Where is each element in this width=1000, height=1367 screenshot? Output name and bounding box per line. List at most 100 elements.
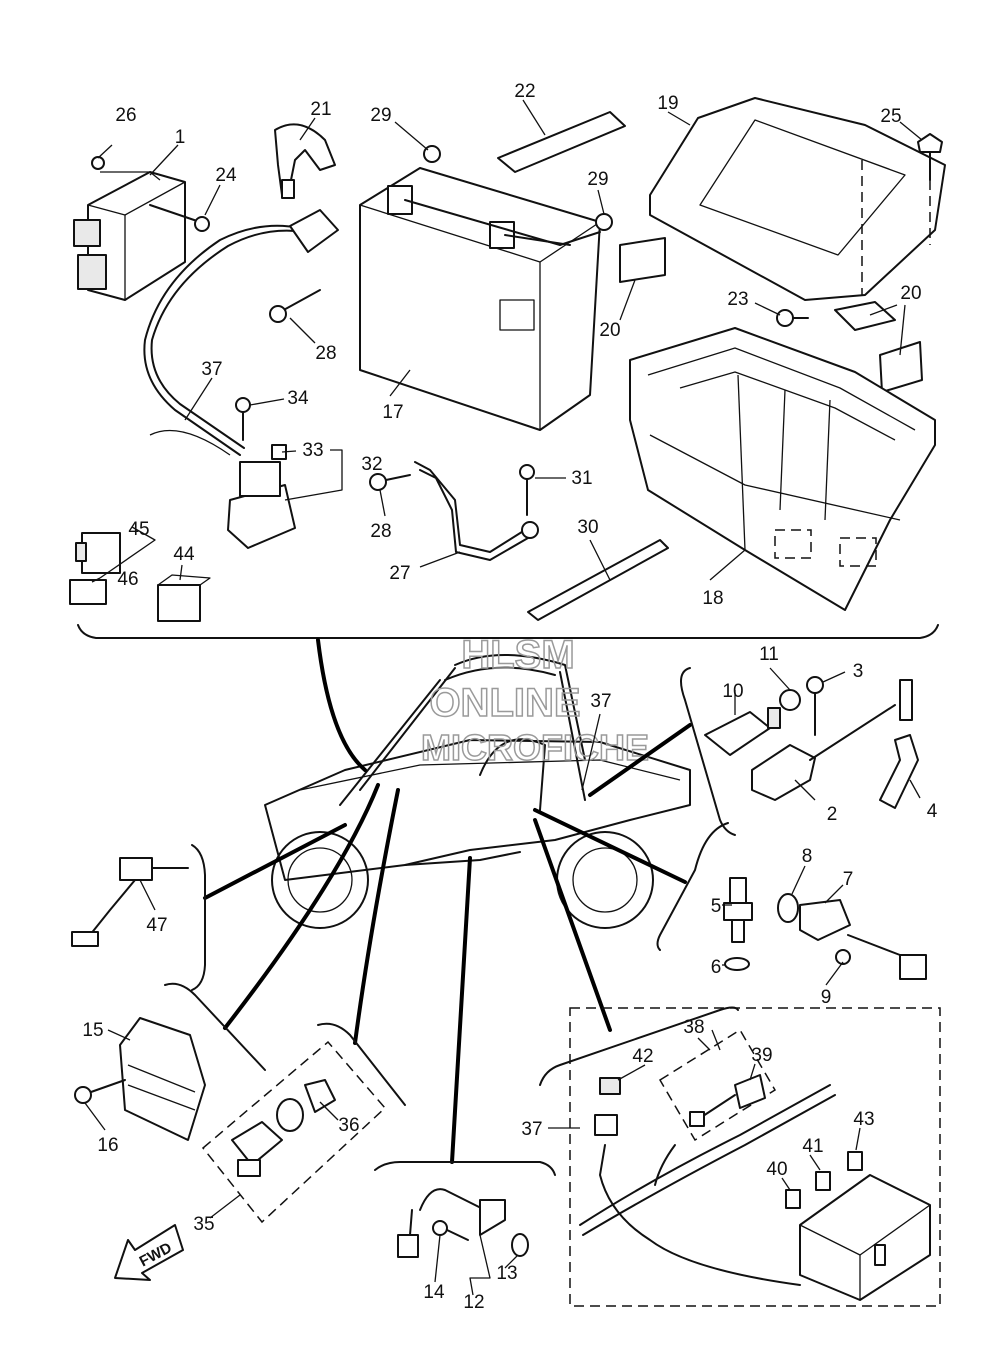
relay-46 bbox=[69, 579, 107, 605]
callout-40: 40 bbox=[766, 1159, 787, 1180]
lead-dashed-box bbox=[658, 1028, 777, 1142]
callout-28-upper: 28 bbox=[315, 343, 336, 364]
callout-47: 47 bbox=[146, 915, 167, 936]
callout-24: 24 bbox=[215, 165, 237, 186]
watermark-line-2: ONLINE bbox=[429, 681, 580, 725]
callout-28-lower: 28 bbox=[370, 521, 391, 542]
battery-cable bbox=[414, 461, 539, 561]
plug-cap-4 bbox=[879, 734, 919, 809]
bolt-34 bbox=[235, 397, 251, 441]
top-group-bracket bbox=[77, 624, 939, 639]
callout-30: 30 bbox=[577, 517, 598, 538]
relay-45 bbox=[75, 532, 121, 574]
battery-box bbox=[629, 327, 936, 611]
leader-lines bbox=[203, 638, 692, 1164]
callout-37-center: 37 bbox=[590, 691, 611, 712]
callout-9: 9 bbox=[821, 987, 832, 1008]
bolt-31 bbox=[519, 464, 535, 516]
relay-44 bbox=[157, 574, 211, 622]
switch-35 bbox=[231, 1121, 283, 1177]
screw-25 bbox=[917, 133, 943, 245]
sensor-7 bbox=[799, 899, 927, 980]
callout-41: 41 bbox=[802, 1136, 823, 1157]
callout-23: 23 bbox=[727, 289, 748, 310]
ignition-coil-2 bbox=[751, 704, 896, 801]
callout-36: 36 bbox=[338, 1115, 359, 1136]
callout-27: 27 bbox=[389, 563, 410, 584]
screw-23 bbox=[776, 309, 809, 327]
callout-43: 43 bbox=[853, 1109, 874, 1130]
callout-33: 33 bbox=[302, 440, 323, 461]
callout-8: 8 bbox=[802, 846, 813, 867]
callout-31: 31 bbox=[571, 468, 592, 489]
temp-sensor-10 bbox=[704, 707, 781, 756]
fuse-41 bbox=[815, 1171, 831, 1191]
callout-2: 2 bbox=[827, 804, 838, 825]
callout-29-left: 29 bbox=[370, 105, 391, 126]
callout-17: 17 bbox=[382, 402, 403, 423]
bolt-3 bbox=[806, 676, 824, 736]
callout-37-bottom: 37 bbox=[521, 1119, 542, 1140]
callout-21: 21 bbox=[310, 99, 331, 120]
callout-18: 18 bbox=[702, 588, 723, 609]
callout-37-top: 37 bbox=[201, 359, 222, 380]
bolt-29-right bbox=[595, 213, 613, 231]
switch-group-bracket bbox=[317, 1022, 406, 1106]
watermark-line-3: MICROFICHE bbox=[421, 727, 649, 768]
callout-12: 12 bbox=[463, 1292, 484, 1313]
callout-26: 26 bbox=[115, 105, 136, 126]
speed-sensor-12 bbox=[397, 1188, 529, 1258]
watermark-line-1: HLSM bbox=[461, 633, 574, 677]
clamp-21 bbox=[274, 123, 336, 199]
callout-45: 45 bbox=[128, 519, 149, 540]
callout-16: 16 bbox=[97, 1135, 118, 1156]
callout-6: 6 bbox=[711, 957, 722, 978]
coupler-42 bbox=[599, 1077, 621, 1095]
sensor-47 bbox=[71, 857, 189, 947]
ecu-unit bbox=[73, 171, 186, 301]
callout-34: 34 bbox=[287, 388, 309, 409]
callout-22: 22 bbox=[514, 81, 535, 102]
battery bbox=[359, 167, 601, 431]
regulator-bracket bbox=[164, 982, 266, 1071]
callout-39: 39 bbox=[751, 1045, 772, 1066]
battery-strap bbox=[497, 111, 626, 173]
switch-dashed-box bbox=[201, 1040, 387, 1224]
bolt-28-lower bbox=[369, 473, 411, 491]
starter-relay bbox=[227, 444, 296, 549]
lead-end bbox=[899, 679, 913, 721]
cable-tie bbox=[527, 539, 669, 621]
bolt-28-upper bbox=[269, 289, 321, 323]
callout-13: 13 bbox=[496, 1263, 517, 1284]
callout-4: 4 bbox=[927, 801, 938, 822]
callout-3: 3 bbox=[853, 661, 864, 682]
callout-leaders bbox=[84, 99, 923, 1296]
fuse-43 bbox=[847, 1151, 863, 1171]
callout-29-right: 29 bbox=[587, 169, 608, 190]
plug-group-bracket bbox=[656, 822, 729, 951]
pad-20-right bbox=[879, 341, 923, 393]
callout-11: 11 bbox=[759, 644, 779, 665]
gasket-11 bbox=[779, 689, 801, 711]
watermark: HLSM ONLINE MICROFICHE bbox=[420, 632, 650, 769]
callout-20-left: 20 bbox=[599, 320, 620, 341]
bolt-24 bbox=[149, 204, 210, 232]
fwd-direction-badge: FWD bbox=[114, 1224, 184, 1281]
sensor-47-bracket bbox=[191, 844, 206, 991]
callout-20-right: 20 bbox=[900, 283, 921, 304]
callout-42: 42 bbox=[632, 1046, 653, 1067]
callout-15: 15 bbox=[82, 1020, 103, 1041]
harness-dashed-box bbox=[569, 1007, 941, 1307]
callout-38: 38 bbox=[683, 1017, 704, 1038]
o-ring-8 bbox=[777, 893, 799, 923]
pad-20-left bbox=[619, 237, 666, 283]
spark-plug-5 bbox=[723, 877, 753, 943]
callout-32: 32 bbox=[361, 454, 382, 475]
washer-6 bbox=[724, 957, 750, 971]
fuse-40 bbox=[785, 1189, 801, 1209]
callout-44: 44 bbox=[173, 544, 195, 565]
main-harness bbox=[579, 1084, 836, 1286]
callout-1: 1 bbox=[175, 127, 186, 148]
